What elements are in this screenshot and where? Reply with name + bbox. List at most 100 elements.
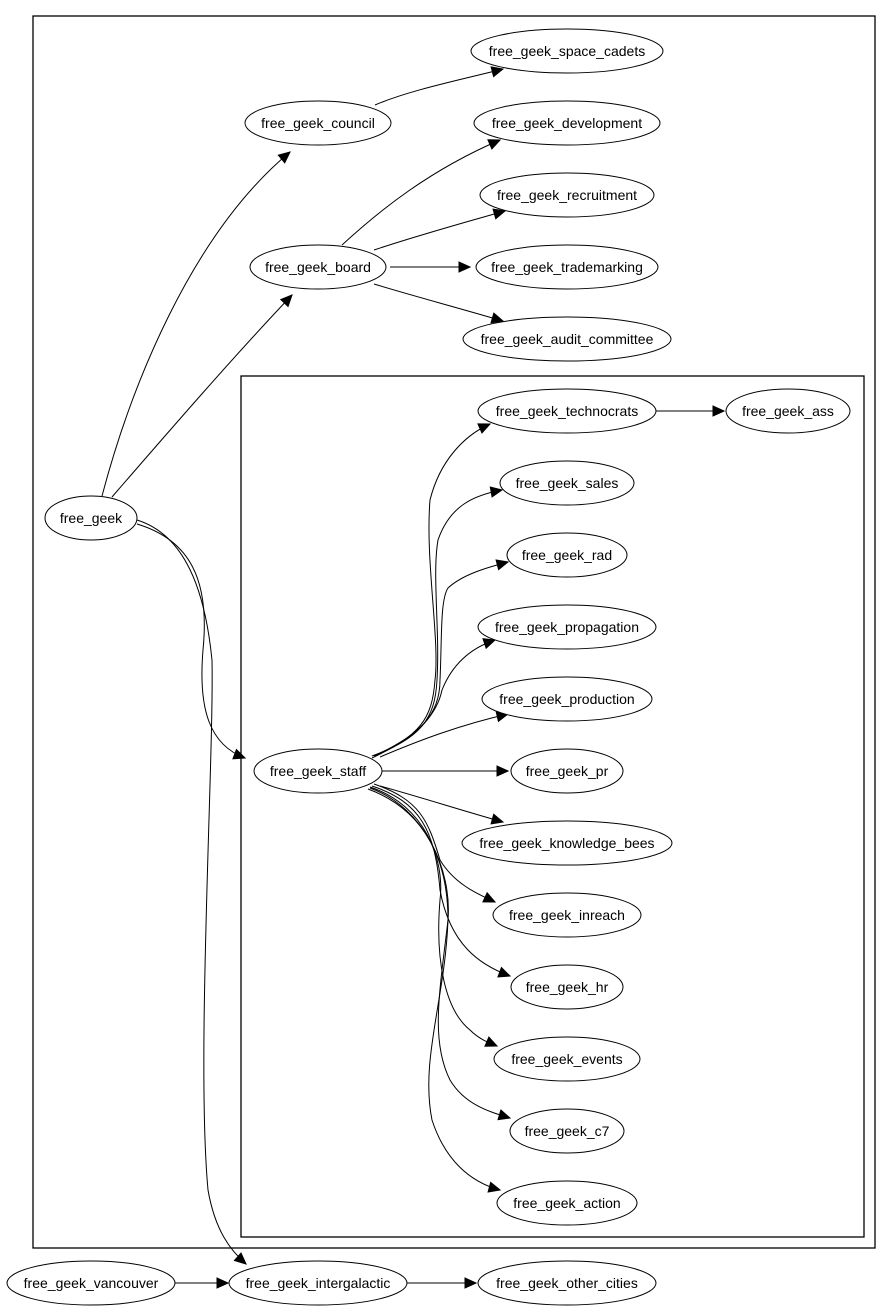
node-free-geek-board[interactable]: free_geek_board — [249, 244, 387, 290]
node-free-geek-audit-committee[interactable]: free_geek_audit_committee — [462, 316, 672, 362]
edge-line — [136, 519, 247, 1265]
arrowhead-icon — [216, 1277, 230, 1289]
node-free-geek-vancouver[interactable]: free_geek_vancouver — [6, 1260, 176, 1306]
edge-free_geek_staff-to-free_geek_events — [369, 786, 499, 1047]
node-free-geek[interactable]: free_geek — [44, 495, 138, 541]
node-free-geek-technocrats[interactable]: free_geek_technocrats — [477, 388, 657, 434]
node-label: free_geek_ass — [742, 403, 834, 419]
node-label: free_geek_production — [499, 691, 634, 707]
arrowhead-icon — [484, 1036, 499, 1047]
node-label: free_geek_trademarking — [491, 259, 643, 275]
node-shape — [477, 388, 657, 434]
cluster-staff_cluster — [240, 375, 865, 1238]
node-shape — [228, 1260, 408, 1306]
edge-free_geek_staff-to-free_geek_pr — [382, 765, 510, 777]
node-label: free_geek_pr — [526, 763, 609, 779]
edge-free_geek_vancouver-to-free_geek_intergalactic — [175, 1277, 230, 1289]
node-shape — [499, 460, 635, 506]
node-free-geek-rad[interactable]: free_geek_rad — [506, 532, 628, 578]
edge-free_geek_council-to-free_geek_space_cadets — [374, 66, 505, 106]
node-free-geek-knowledge-bees[interactable]: free_geek_knowledge_bees — [461, 820, 673, 866]
node-label: free_geek_board — [265, 259, 371, 275]
node-shape — [473, 100, 661, 146]
edge-free_geek_board-to-free_geek_audit_committee — [373, 283, 505, 324]
node-shape — [461, 820, 673, 866]
cluster-border — [32, 15, 876, 1249]
node-label: free_geek_development — [492, 115, 642, 131]
node-free-geek-hr[interactable]: free_geek_hr — [510, 964, 624, 1010]
edge-free_geek_staff-to-free_geek_propagation — [375, 638, 497, 756]
arrowhead-icon — [487, 139, 502, 150]
edge-free_geek-to-free_geek_intergalactic — [136, 519, 247, 1265]
edge-free_geek_staff-to-free_geek_knowledge_bees — [379, 785, 505, 825]
node-free-geek-production[interactable]: free_geek_production — [481, 676, 653, 722]
edge-line — [379, 785, 504, 823]
node-label: free_geek_intergalactic — [246, 1275, 391, 1291]
edge-line — [373, 210, 506, 251]
node-label: free_geek_hr — [526, 979, 609, 995]
arrowhead-icon — [279, 294, 293, 308]
node-free-geek-propagation[interactable]: free_geek_propagation — [477, 604, 657, 650]
arrowhead-icon — [277, 151, 291, 164]
node-label: free_geek_rad — [522, 547, 612, 563]
node-free-geek-trademarking[interactable]: free_geek_trademarking — [475, 244, 659, 290]
arrowhead-icon — [490, 66, 505, 78]
node-free-geek-events[interactable]: free_geek_events — [493, 1036, 641, 1082]
node-free-geek-sales[interactable]: free_geek_sales — [499, 460, 635, 506]
arrowhead-icon — [487, 1181, 502, 1193]
edge-free_geek_technocrats-to-free_geek_ass — [656, 405, 726, 417]
node-shape — [479, 172, 655, 218]
node-shape — [481, 676, 653, 722]
node-free-geek-council[interactable]: free_geek_council — [244, 100, 392, 146]
node-shape — [492, 892, 642, 938]
node-free-geek-intergalactic[interactable]: free_geek_intergalactic — [228, 1260, 408, 1306]
arrowhead-icon — [497, 966, 512, 978]
node-free-geek-space-cadets[interactable]: free_geek_space_cadets — [470, 28, 664, 74]
edge-line — [371, 423, 491, 759]
node-free-geek-recruitment[interactable]: free_geek_recruitment — [479, 172, 655, 218]
node-shape — [509, 1108, 625, 1154]
node-free-geek-development[interactable]: free_geek_development — [473, 100, 661, 146]
edge-free_geek_board-to-free_geek_development — [341, 139, 502, 246]
node-free-geek-action[interactable]: free_geek_action — [496, 1180, 638, 1226]
node-shape — [44, 495, 138, 541]
cluster-border — [240, 375, 865, 1238]
node-free-geek-ass[interactable]: free_geek_ass — [725, 388, 851, 434]
node-shape — [475, 244, 659, 290]
node-label: free_geek_space_cadets — [489, 43, 645, 59]
node-free-geek-pr[interactable]: free_geek_pr — [510, 748, 624, 794]
node-shape — [477, 604, 657, 650]
arrowhead-icon — [712, 405, 726, 417]
node-free-geek-inreach[interactable]: free_geek_inreach — [492, 892, 642, 938]
node-label: free_geek_staff — [270, 763, 366, 779]
node-shape — [510, 964, 624, 1010]
edge-free_geek_staff-to-free_geek_hr — [371, 785, 512, 978]
arrowhead-icon — [497, 1109, 512, 1121]
node-shape — [725, 388, 851, 434]
edge-line — [379, 713, 509, 758]
node-label: free_geek_propagation — [495, 619, 639, 635]
node-label: free_geek_audit_committee — [481, 331, 654, 347]
node-shape — [496, 1180, 638, 1226]
arrowhead-icon — [482, 638, 497, 650]
edge-free_geek_intergalactic-to-free_geek_other_cities — [407, 1277, 478, 1289]
node-label: free_geek_recruitment — [497, 187, 637, 203]
arrowhead-icon — [477, 423, 492, 434]
edge-line — [374, 68, 504, 106]
arrowhead-icon — [233, 1252, 247, 1265]
cluster-outer — [32, 15, 876, 1249]
edge-line — [375, 639, 496, 756]
edge-line — [367, 788, 501, 1191]
arrowhead-icon — [464, 1277, 478, 1289]
node-shape — [510, 748, 624, 794]
node-label: free_geek_events — [511, 1051, 622, 1067]
node-free-geek-staff[interactable]: free_geek_staff — [253, 748, 383, 794]
edge-free_geek-to-free_geek_board — [111, 294, 293, 498]
edge-line — [373, 561, 509, 757]
edge-free_geek_staff-to-free_geek_rad — [373, 559, 510, 757]
arrowhead-icon — [490, 312, 505, 324]
node-free-geek-c7[interactable]: free_geek_c7 — [509, 1108, 625, 1154]
arrowhead-icon — [489, 486, 504, 498]
node-free-geek-other-cities[interactable]: free_geek_other_cities — [477, 1260, 657, 1306]
